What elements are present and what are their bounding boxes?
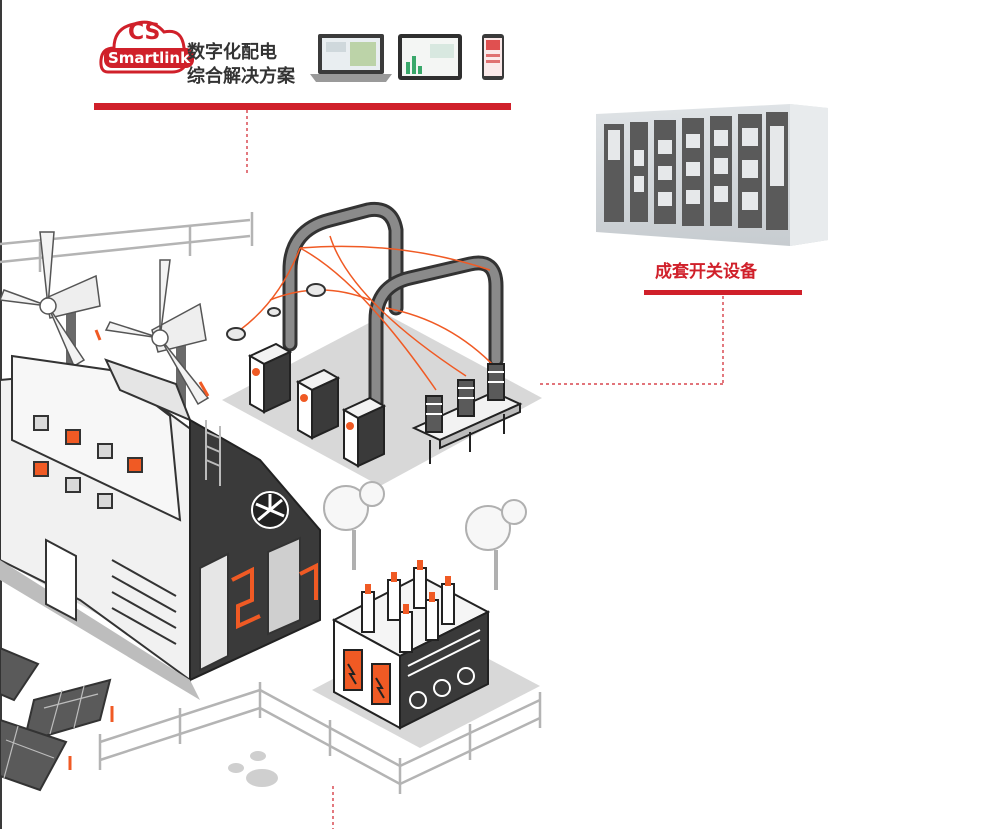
logo-brand-top: CS (128, 20, 161, 45)
insulator-caps (226, 283, 326, 341)
trees (323, 481, 527, 590)
transformer (331, 560, 491, 730)
wind-turbine-1 (0, 231, 102, 410)
wind-turbine-2 (104, 259, 210, 410)
switchgear-label: 成套开关设备 (655, 262, 757, 282)
breaker-boxes (247, 342, 387, 468)
monitor-device-icon (398, 34, 462, 80)
substation-gantries (282, 201, 504, 428)
insulator-platform (411, 363, 523, 464)
power-lines (239, 235, 497, 391)
phone-device-icon (482, 34, 504, 80)
laptop-device-icon (310, 34, 392, 82)
logo-title-line1: 数字化配电 (187, 42, 277, 63)
logo-underline-bar (94, 103, 511, 110)
solar-panels (0, 646, 114, 792)
factory-ladder (205, 420, 221, 486)
logo-title-line2: 综合解决方案 (187, 66, 295, 87)
logo-brand-bottom: Smartlink (104, 48, 195, 68)
dashed-connectors (246, 110, 724, 829)
factory-building (0, 354, 321, 700)
switchgear-underline-bar (644, 290, 802, 295)
switchgear-cabinet (596, 104, 828, 246)
ground-stones (228, 751, 278, 787)
